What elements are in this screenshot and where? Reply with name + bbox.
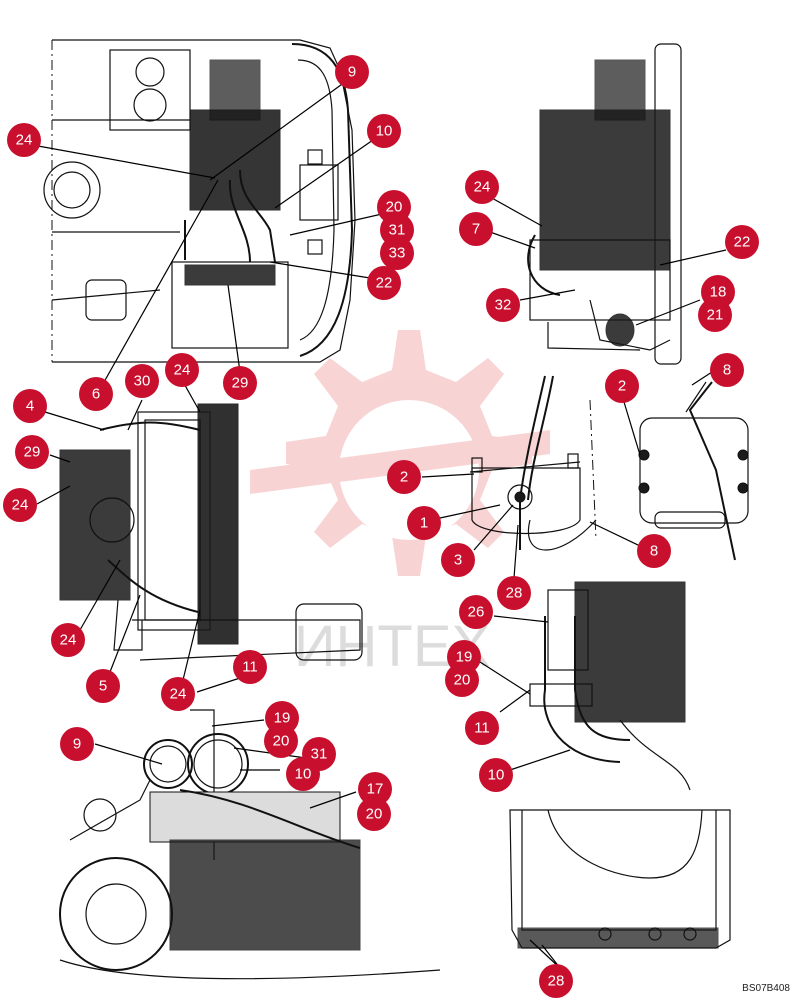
callout-label: 9	[348, 64, 356, 81]
leader-lines	[36, 81, 727, 969]
callout-label: 31	[311, 746, 328, 763]
callout-label: 19	[456, 649, 473, 666]
callout-label: 24	[170, 686, 187, 703]
callout-8: 8	[637, 534, 671, 568]
callout-label: 29	[232, 375, 249, 392]
callout-label: 20	[273, 733, 290, 750]
callout-label: 20	[366, 806, 383, 823]
callout-10: 10	[479, 758, 513, 792]
callout-label: 19	[274, 710, 291, 727]
callout-label: 3	[454, 552, 462, 569]
callout-label: 24	[474, 179, 491, 196]
callout-label: 2	[400, 469, 408, 486]
panel-mid-center-bracket	[469, 375, 597, 551]
callout-6: 6	[79, 377, 113, 411]
callout-label: 20	[386, 199, 403, 216]
callout-32: 32	[486, 288, 520, 322]
callout-4: 4	[13, 389, 47, 423]
callout-label: 32	[495, 297, 512, 314]
callout-24: 24	[465, 170, 499, 204]
callout-26: 26	[459, 595, 493, 629]
callout-label: 10	[295, 766, 312, 783]
figure-code: BS07B408	[742, 983, 790, 994]
watermark-gear-logo	[250, 330, 550, 576]
callout-label: 24	[174, 362, 191, 379]
callout-30: 30	[125, 364, 159, 398]
callout-label: 8	[650, 543, 658, 560]
callout-29: 29	[223, 366, 257, 400]
callout-21: 21	[698, 298, 732, 332]
callout-10: 10	[286, 757, 320, 791]
panel-bottom-left-engine	[59, 709, 441, 980]
callout-9: 9	[335, 55, 369, 89]
callout-label: 29	[24, 444, 41, 461]
callout-10: 10	[367, 114, 401, 148]
callout-label: 24	[60, 632, 77, 649]
callout-label: 11	[474, 720, 490, 737]
callout-24: 24	[51, 623, 85, 657]
callout-1: 1	[407, 506, 441, 540]
panel-mid-left-radiator	[59, 403, 363, 661]
callout-label: 28	[548, 973, 565, 990]
callout-label: 20	[454, 672, 471, 689]
callout-24: 24	[7, 123, 41, 157]
callout-label: 26	[468, 604, 485, 621]
callout-20: 20	[445, 663, 479, 697]
callout-label: 18	[710, 284, 727, 301]
callout-22: 22	[725, 225, 759, 259]
panel-right-engine-side	[529, 581, 691, 791]
callouts: 9 24 10 20 31 33 22 6 30 24 29 4 29 24 2…	[3, 55, 759, 998]
callout-label: 22	[734, 234, 751, 251]
callout-label: 22	[376, 275, 393, 292]
callout-29: 29	[15, 435, 49, 469]
callout-label: 8	[723, 362, 731, 379]
callout-label: 11	[242, 659, 258, 676]
callout-11: 11	[233, 650, 267, 684]
callout-label: 10	[376, 123, 393, 140]
callout-label: 24	[12, 497, 29, 514]
callout-label: 17	[367, 781, 384, 798]
callout-label: 30	[134, 373, 151, 390]
callout-label: 5	[99, 678, 107, 695]
callout-label: 4	[26, 398, 34, 415]
callout-label: 9	[73, 736, 81, 753]
callout-label: 1	[420, 515, 428, 532]
panel-mid-right-tank	[638, 381, 749, 561]
panel-top-right-engine	[527, 43, 682, 365]
callout-label: 33	[389, 245, 406, 262]
callout-24: 24	[165, 353, 199, 387]
callout-label: 24	[16, 132, 33, 149]
callout-label: 10	[488, 767, 505, 784]
callout-2: 2	[387, 460, 421, 494]
callout-label: 6	[92, 386, 100, 403]
panel-bottom-right-tank	[509, 809, 731, 949]
callout-2: 2	[605, 369, 639, 403]
callout-11: 11	[465, 711, 499, 745]
callout-7: 7	[459, 212, 493, 246]
callout-9: 9	[60, 727, 94, 761]
callout-20: 20	[357, 797, 391, 831]
callout-label: 31	[389, 222, 406, 239]
callout-label: 21	[707, 307, 724, 324]
callout-8: 8	[710, 353, 744, 387]
callout-label: 7	[472, 221, 480, 238]
callout-3: 3	[441, 543, 475, 577]
callout-label: 28	[506, 585, 523, 602]
callout-5: 5	[86, 669, 120, 703]
callout-28: 28	[497, 576, 531, 610]
callout-33: 33	[380, 236, 414, 270]
callout-22: 22	[367, 266, 401, 300]
callout-24: 24	[3, 488, 37, 522]
callout-17: 17	[358, 772, 392, 806]
callout-24: 24	[161, 677, 195, 711]
panel-top-left-chassis	[43, 39, 356, 363]
callout-28: 28	[539, 964, 573, 998]
callout-label: 2	[618, 378, 626, 395]
callout-20: 20	[264, 724, 298, 758]
